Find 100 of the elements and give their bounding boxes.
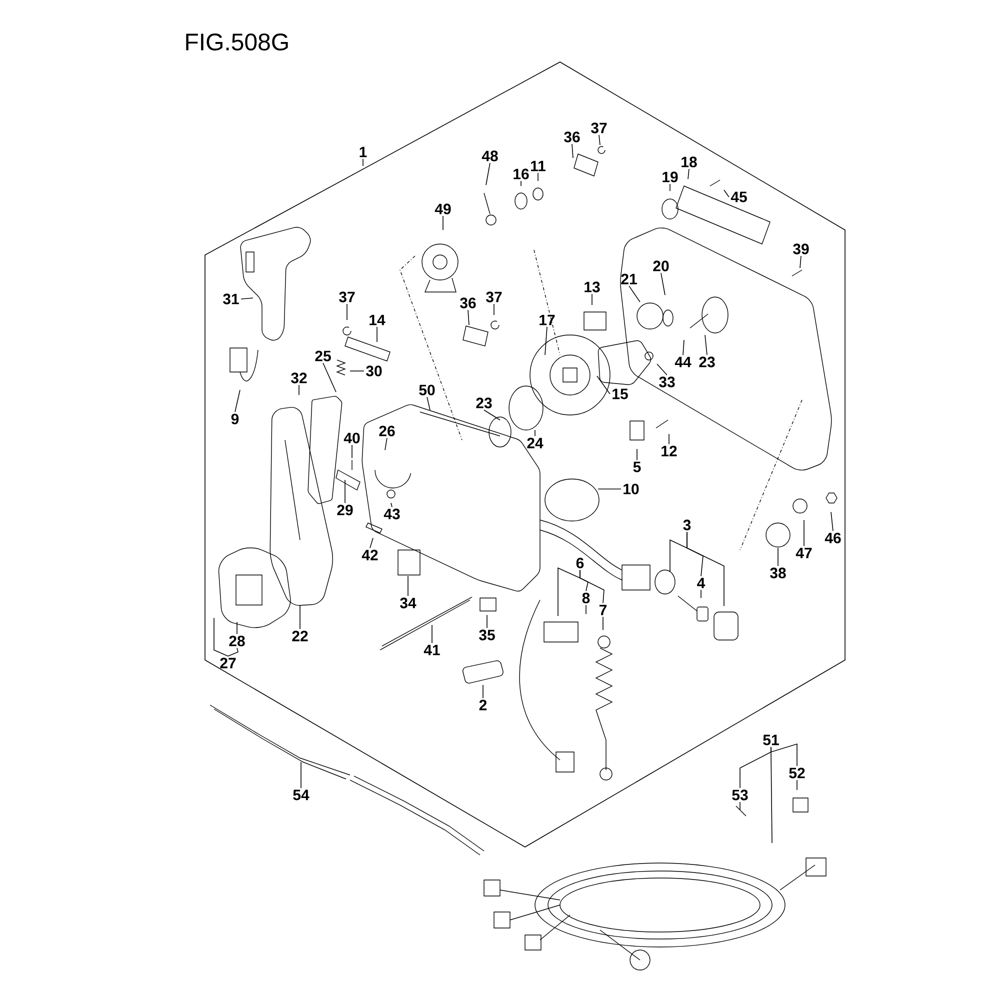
leader-line bbox=[544, 326, 548, 356]
callout-number: 51 bbox=[763, 734, 779, 746]
callout-number: 14 bbox=[370, 314, 386, 326]
callout-number: 44 bbox=[674, 356, 692, 368]
callout-number: 20 bbox=[653, 260, 669, 272]
callout-number: 5 bbox=[633, 462, 641, 472]
leader-line bbox=[228, 648, 238, 656]
callout-number: 39 bbox=[793, 244, 809, 254]
leader-line bbox=[830, 512, 834, 532]
leader-line bbox=[346, 304, 348, 320]
callout-number: 21 bbox=[621, 274, 637, 284]
leader-line bbox=[426, 396, 430, 410]
leader-line bbox=[656, 364, 668, 376]
leader-line bbox=[482, 684, 484, 698]
callout-number: 23 bbox=[476, 398, 492, 408]
callout-number: 31 bbox=[223, 294, 239, 304]
leader-line bbox=[660, 272, 666, 296]
callout-number: 34 bbox=[400, 598, 416, 608]
callout-number: 54 bbox=[293, 790, 310, 800]
leader-line bbox=[572, 144, 574, 158]
callout-number: 37 bbox=[339, 292, 355, 302]
callout-number: 4 bbox=[697, 578, 706, 588]
leader-line bbox=[350, 370, 364, 372]
leader-line bbox=[390, 502, 392, 508]
leader-line bbox=[740, 746, 772, 788]
leader-line bbox=[214, 618, 228, 656]
callout-number: 19 bbox=[662, 172, 678, 182]
callout-number: 29 bbox=[337, 504, 353, 516]
leader-line bbox=[468, 310, 470, 326]
leader-line bbox=[636, 448, 638, 460]
callout-number: 49 bbox=[434, 204, 451, 214]
callout-number: 32 bbox=[291, 372, 307, 384]
leader-line bbox=[724, 190, 730, 198]
callout-number: 40 bbox=[344, 432, 360, 444]
callout-number: 47 bbox=[796, 548, 812, 558]
callout-number: 6 bbox=[576, 558, 584, 568]
callout-number: 12 bbox=[662, 446, 677, 456]
callout-number: 9 bbox=[231, 414, 239, 424]
leader-line bbox=[300, 762, 302, 788]
callout-number: 16 bbox=[514, 168, 529, 180]
leader-line bbox=[628, 286, 640, 302]
callout-number: 38 bbox=[770, 568, 786, 578]
callout-number: 36 bbox=[564, 132, 580, 142]
leader-line bbox=[558, 567, 580, 616]
callout-number: 37 bbox=[486, 292, 502, 302]
callout-number: 27 bbox=[220, 658, 236, 668]
leader-line bbox=[580, 570, 604, 604]
callout-number: 8 bbox=[582, 592, 590, 604]
leader-line bbox=[770, 743, 798, 766]
callout-number: 33 bbox=[659, 376, 675, 388]
callout-number: 22 bbox=[292, 630, 308, 642]
leader-line bbox=[700, 589, 702, 598]
leader-line bbox=[688, 168, 690, 180]
leader-line bbox=[484, 410, 500, 420]
callout-number: 26 bbox=[379, 426, 395, 436]
callout-number: 28 bbox=[229, 636, 245, 646]
callout-number: 52 bbox=[789, 768, 805, 778]
figure-title: FIG.508G bbox=[186, 34, 288, 50]
callout-number: 17 bbox=[540, 314, 555, 326]
leader-line bbox=[442, 216, 444, 230]
callout-number: 50 bbox=[419, 384, 435, 396]
callout-number: 2 bbox=[479, 700, 487, 710]
callout-number: 10 bbox=[624, 484, 639, 494]
leader-line bbox=[344, 480, 346, 504]
leader-line bbox=[486, 614, 488, 628]
leader-line bbox=[598, 488, 622, 490]
callout-number: 23 bbox=[699, 356, 715, 368]
leader-line bbox=[686, 532, 724, 606]
callout-number: 41 bbox=[424, 644, 440, 656]
leader-line bbox=[234, 390, 240, 412]
callout-number: 18 bbox=[682, 156, 697, 168]
callout-number: 45 bbox=[730, 192, 747, 202]
leader-line bbox=[534, 430, 536, 436]
leader-line bbox=[486, 162, 490, 186]
callout-number: 30 bbox=[366, 366, 382, 376]
leader-line bbox=[370, 538, 374, 548]
leader-line bbox=[236, 622, 238, 634]
leader-line bbox=[298, 384, 300, 396]
callout-number: 7 bbox=[599, 604, 607, 616]
callout-number: 3 bbox=[683, 520, 691, 530]
callout-number: 37 bbox=[591, 122, 607, 134]
callout-number: 43 bbox=[384, 508, 400, 520]
callout-number: 1 bbox=[360, 146, 367, 158]
leader-line bbox=[800, 256, 802, 268]
callout-number: 48 bbox=[482, 150, 498, 162]
leader-line bbox=[704, 334, 708, 356]
leader-line bbox=[598, 134, 600, 146]
leader-line bbox=[602, 616, 604, 630]
leader-line bbox=[682, 340, 684, 356]
leader-line bbox=[796, 780, 798, 790]
leader-line bbox=[362, 158, 364, 166]
leader-line bbox=[376, 326, 378, 342]
leader-line bbox=[596, 376, 610, 394]
callout-number: 36 bbox=[460, 298, 476, 308]
callout-number: 53 bbox=[732, 790, 748, 800]
callout-number: 13 bbox=[584, 282, 600, 292]
leader-line bbox=[520, 180, 522, 186]
callout-number: 24 bbox=[527, 438, 544, 448]
callout-number: 11 bbox=[531, 160, 546, 172]
leader-line bbox=[240, 298, 254, 300]
